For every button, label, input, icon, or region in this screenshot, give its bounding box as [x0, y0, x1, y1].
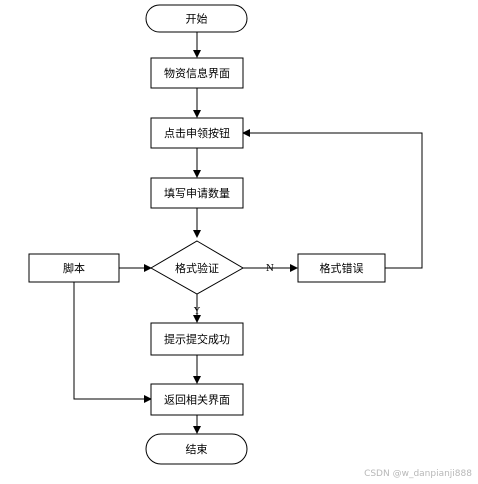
node-start-label: 开始 — [186, 12, 208, 26]
node-end: 结束 — [145, 433, 248, 465]
edge-label-no: N — [266, 264, 274, 274]
node-end-label: 结束 — [186, 443, 208, 456]
node-click-apply: 点击申领按钮 — [150, 117, 244, 149]
node-fill-quantity-label: 填写申请数量 — [164, 186, 230, 200]
edge-label-yes: Y — [193, 307, 201, 317]
node-fill-quantity: 填写申请数量 — [150, 177, 244, 209]
node-return-page-label: 返回相关界面 — [164, 393, 230, 407]
edge-script-to-return-page — [73, 282, 152, 403]
node-material-info-label: 物资信息界面 — [164, 66, 230, 80]
node-return-page: 返回相关界面 — [150, 383, 244, 416]
node-format-error-label: 格式错误 — [320, 261, 364, 275]
node-material-info: 物资信息界面 — [150, 57, 244, 89]
connectors — [73, 32, 423, 434]
edge-format-error-to-click-apply — [242, 129, 423, 269]
watermark: CSDN @w_danpianji888 — [364, 469, 472, 479]
node-submit-success-label: 提示提交成功 — [164, 332, 230, 346]
node-format-check-label: 格式验证 — [175, 261, 219, 275]
node-script-label: 脚本 — [63, 261, 85, 275]
node-format-check: 格式验证 — [149, 240, 245, 295]
node-start: 开始 — [145, 4, 248, 33]
node-submit-success: 提示提交成功 — [150, 322, 244, 356]
node-format-error: 格式错误 — [297, 253, 386, 283]
node-click-apply-label: 点击申领按钮 — [164, 126, 230, 140]
node-script: 脚本 — [28, 253, 120, 283]
